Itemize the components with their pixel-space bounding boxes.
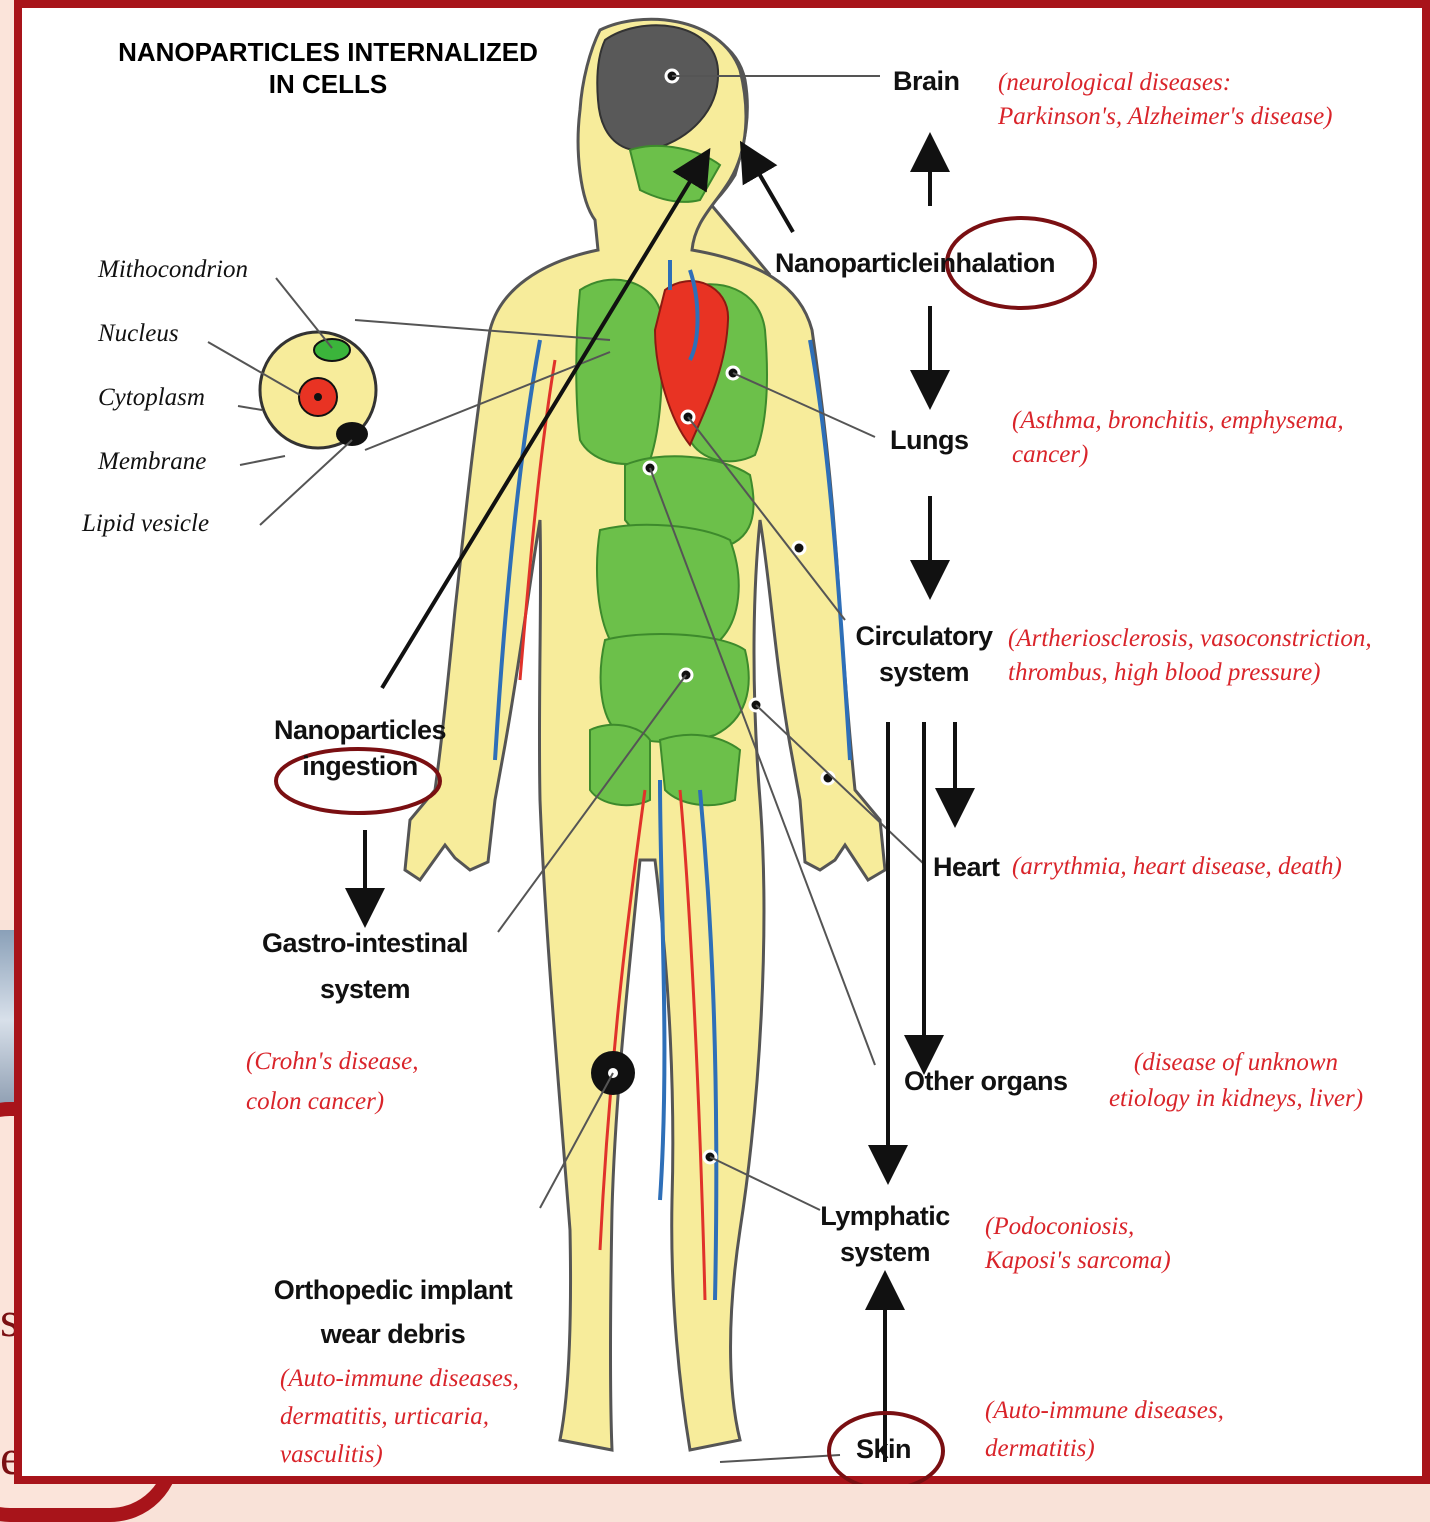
ortho-line-1: Orthopedic implant — [258, 1268, 528, 1312]
gi-line-1: Gastro-intestinal — [240, 920, 490, 966]
label-orthopedic-implant: Orthopedic implant wear debris — [258, 1268, 528, 1356]
label-skin: Skin — [856, 1434, 911, 1465]
cell-label-membrane: Membrane — [98, 448, 206, 476]
orthopedic-diseases: (Auto-immune diseases, dermatitis, urtic… — [280, 1360, 519, 1474]
skin-diseases-line-1: (Auto-immune diseases, — [985, 1392, 1224, 1430]
lymphatic-diseases-line-1: (Podoconiosis, — [985, 1210, 1171, 1244]
gi-diseases-line-1: (Crohn's disease, — [246, 1042, 418, 1082]
label-gastro-intestinal-system: Gastro-intestinal system — [240, 920, 490, 1012]
label-other-organs: Other organs — [904, 1066, 1068, 1097]
heart-diseases: (arrythmia, heart disease, death) — [1012, 850, 1342, 884]
cell-label-cytoplasm: Cytoplasm — [98, 384, 205, 412]
lungs-diseases-line-2: cancer) — [1012, 438, 1344, 472]
circulatory-line-2: system — [848, 654, 1000, 690]
lymphatic-line-1: Lymphatic — [810, 1198, 960, 1234]
cell-label-nucleus: Nucleus — [98, 320, 179, 348]
label-brain: Brain — [893, 66, 960, 97]
lymphatic-diseases-line-2: Kaposi's sarcoma) — [985, 1244, 1171, 1278]
ingestion-line-2: ingestion — [248, 748, 472, 784]
gi-diseases-line-2: colon cancer) — [246, 1082, 418, 1122]
circulatory-diseases-line-2: thrombus, high blood pressure) — [1008, 656, 1372, 690]
diagram-title: NANOPARTICLES INTERNALIZED IN CELLS — [88, 36, 568, 100]
brain-diseases: (neurological diseases: Parkinson's, Alz… — [998, 66, 1333, 134]
title-line-2: IN CELLS — [88, 68, 568, 100]
label-heart: Heart — [933, 852, 1000, 883]
ortho-diseases-line-3: vasculitis) — [280, 1436, 519, 1474]
cell-label-lipid-vesicle: Lipid vesicle — [82, 510, 209, 538]
lymphatic-line-2: system — [810, 1234, 960, 1270]
ortho-diseases-line-1: (Auto-immune diseases, — [280, 1360, 519, 1398]
skin-diseases: (Auto-immune diseases, dermatitis) — [985, 1392, 1224, 1468]
lungs-diseases-line-1: (Asthma, bronchitis, emphysema, — [1012, 404, 1344, 438]
inhalation-word-1: Nanoparticle — [775, 248, 933, 278]
ortho-line-2: wear debris — [258, 1312, 528, 1356]
skin-diseases-line-2: dermatitis) — [985, 1430, 1224, 1468]
label-nanoparticle-inhalation: Nanoparticleinhalation — [775, 248, 1055, 279]
gi-line-2: system — [240, 966, 490, 1012]
brain-diseases-line-2: Parkinson's, Alzheimer's disease) — [998, 100, 1333, 134]
label-circulatory-system: Circulatory system — [848, 618, 1000, 690]
circulatory-diseases: (Artheriosclerosis, vasoconstriction, th… — [1008, 622, 1372, 690]
label-lungs: Lungs — [890, 425, 969, 456]
ortho-diseases-line-2: dermatitis, urticaria, — [280, 1398, 519, 1436]
other-diseases-line-1: (disease of unknown — [1082, 1045, 1390, 1081]
label-nanoparticles-ingestion: Nanoparticles ingestion — [248, 712, 472, 784]
other-diseases-line-2: etiology in kidneys, liver) — [1082, 1081, 1390, 1117]
brain-diseases-line-1: (neurological diseases: — [998, 66, 1333, 100]
circulatory-diseases-line-1: (Artheriosclerosis, vasoconstriction, — [1008, 622, 1372, 656]
other-organs-diseases: (disease of unknown etiology in kidneys,… — [1082, 1045, 1390, 1117]
inhalation-word-2: inhalation — [933, 248, 1056, 278]
gi-diseases: (Crohn's disease, colon cancer) — [246, 1042, 418, 1122]
cell-label-mitochondrion: Mithocondrion — [98, 256, 248, 284]
circulatory-line-1: Circulatory — [848, 618, 1000, 654]
lungs-diseases: (Asthma, bronchitis, emphysema, cancer) — [1012, 404, 1344, 472]
title-line-1: NANOPARTICLES INTERNALIZED — [88, 36, 568, 68]
lymphatic-diseases: (Podoconiosis, Kaposi's sarcoma) — [985, 1210, 1171, 1278]
label-lymphatic-system: Lymphatic system — [810, 1198, 960, 1270]
cell-illustration — [260, 332, 376, 448]
body-illustration — [0, 0, 1430, 1484]
ingestion-line-1: Nanoparticles — [248, 712, 472, 748]
